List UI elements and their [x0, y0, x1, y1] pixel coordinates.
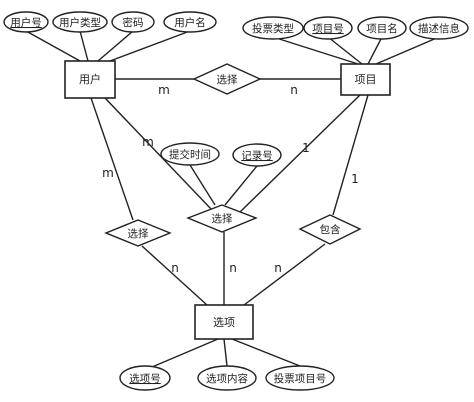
- attr-user-type-label: 用户类型: [59, 16, 101, 29]
- line-project-votetype: [272, 36, 359, 65]
- relationship-select-top-label: 选择: [217, 73, 238, 86]
- attr-record-id[interactable]: 记录号: [232, 143, 282, 167]
- card-center-option: n: [229, 261, 237, 275]
- attr-project-id-label: 项目号: [312, 23, 344, 35]
- line-user-userid: [25, 30, 81, 62]
- card-project-center: 1: [302, 141, 310, 155]
- attr-vote-project-id-label: 投票项目号: [274, 372, 327, 385]
- attr-project-id[interactable]: 项目号: [303, 16, 353, 40]
- attr-vote-project-id[interactable]: 投票项目号: [265, 365, 335, 391]
- line-project-projectname: [367, 36, 383, 65]
- line-user-select-center: [104, 97, 213, 211]
- attr-option-content-label: 选项内容: [206, 372, 248, 385]
- entity-project[interactable]: 项目: [340, 63, 391, 96]
- relationship-contain[interactable]: 包含: [298, 214, 362, 245]
- cardinality-labels: m n m m 1 1 n n n: [102, 83, 359, 275]
- relationship-select-center-label: 选择: [212, 212, 233, 225]
- attr-record-id-label: 记录号: [241, 150, 273, 162]
- attr-description-label: 描述信息: [418, 22, 460, 35]
- relationship-contain-label: 包含: [320, 223, 341, 236]
- entity-user[interactable]: 用户: [64, 60, 116, 99]
- attr-user-name-label: 用户名: [174, 16, 206, 29]
- card-project-select-top: n: [290, 83, 298, 97]
- connector-lines: [25, 30, 440, 371]
- attr-submit-time[interactable]: 提交时间: [160, 142, 220, 166]
- relationship-select-top[interactable]: 选择: [192, 63, 262, 95]
- line-contain-option: [243, 243, 326, 306]
- attr-user-type[interactable]: 用户类型: [52, 11, 108, 33]
- attr-user-id[interactable]: 用户号: [3, 11, 49, 33]
- attr-option-content[interactable]: 选项内容: [197, 365, 257, 391]
- line-user-select-left: [90, 97, 134, 221]
- card-project-contain: 1: [351, 172, 359, 186]
- relationship-select-center[interactable]: 选择: [186, 204, 258, 233]
- line-option-content: [223, 338, 228, 367]
- card-user-left: m: [102, 166, 114, 180]
- line-user-username: [109, 30, 191, 62]
- line-user-password: [97, 30, 134, 62]
- line-project-projectid: [327, 36, 363, 65]
- card-contain-option: n: [274, 261, 282, 275]
- attr-description[interactable]: 描述信息: [409, 16, 469, 40]
- card-user-center: m: [142, 135, 154, 149]
- attr-password-label: 密码: [123, 16, 144, 29]
- attr-option-id-label: 选项号: [129, 372, 161, 385]
- attr-vote-type-label: 投票类型: [252, 22, 294, 35]
- relationship-select-left-label: 选择: [128, 227, 149, 240]
- entity-option-label: 选项: [213, 316, 235, 329]
- line-project-select-center: [239, 94, 361, 213]
- entity-project-label: 项目: [355, 73, 377, 86]
- line-option-voteprojectid: [231, 338, 301, 367]
- attr-project-name-label: 项目名: [366, 22, 398, 35]
- line-submittime-select-center: [189, 164, 216, 206]
- relationship-select-left[interactable]: 选择: [104, 219, 172, 247]
- attr-user-name[interactable]: 用户名: [163, 11, 217, 33]
- card-user-select-top: m: [158, 83, 170, 97]
- attr-submit-time-label: 提交时间: [169, 148, 211, 161]
- attr-project-name[interactable]: 项目名: [357, 16, 407, 40]
- attr-vote-type[interactable]: 投票类型: [242, 16, 304, 40]
- line-recordid-select-center: [224, 165, 258, 206]
- line-project-contain: [332, 94, 369, 216]
- line-user-usertype: [79, 30, 89, 62]
- attr-user-id-label: 用户号: [10, 16, 42, 29]
- entity-user-label: 用户: [79, 72, 101, 86]
- line-option-optionid: [144, 338, 219, 371]
- line-select-left-option: [141, 245, 208, 306]
- entity-option[interactable]: 选项: [194, 304, 254, 340]
- attr-password[interactable]: 密码: [111, 11, 155, 33]
- card-left-option: n: [171, 261, 179, 275]
- line-project-description: [375, 36, 440, 65]
- attr-option-id[interactable]: 选项号: [119, 365, 171, 391]
